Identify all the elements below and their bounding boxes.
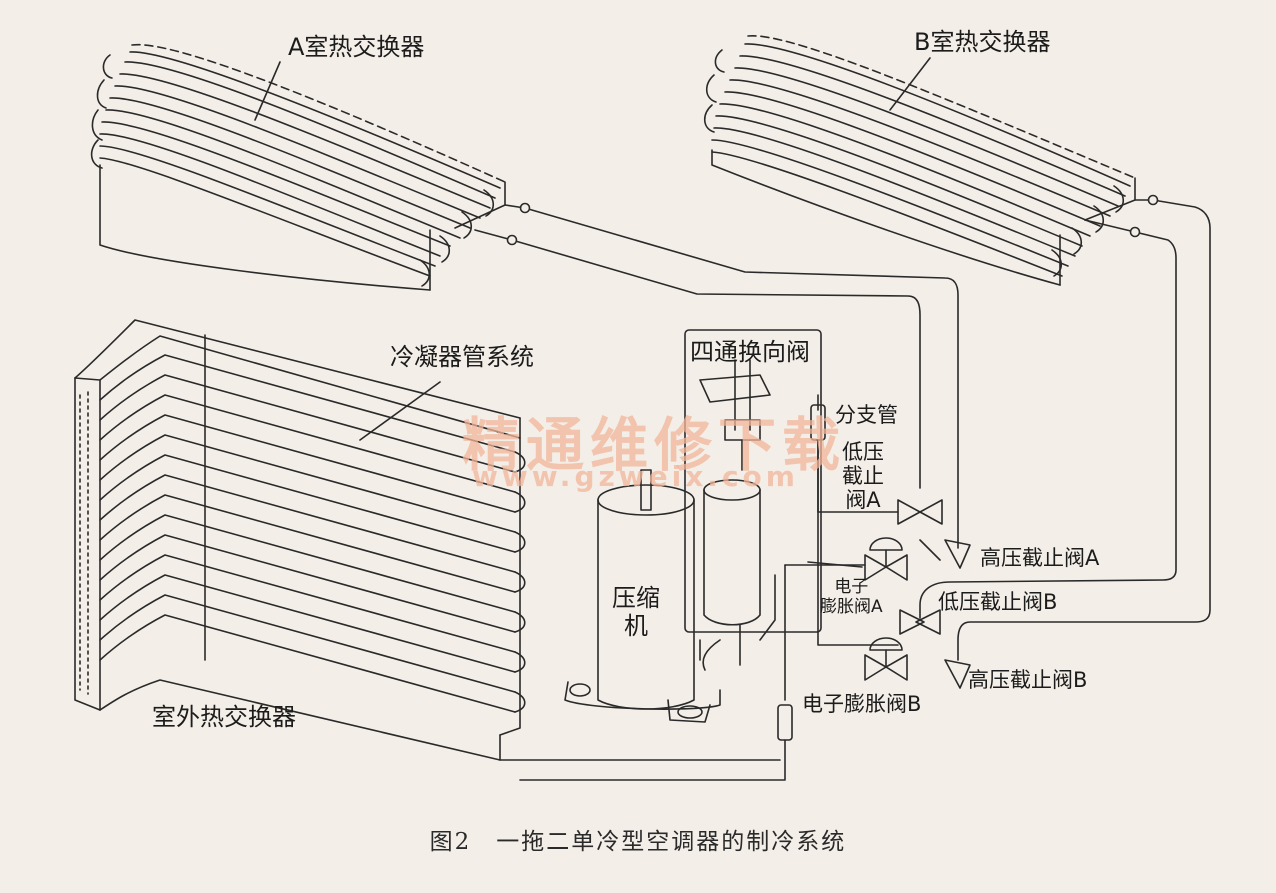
label-room-b-exchanger: B室热交换器 <box>914 28 1051 56</box>
label-condenser-tubes: 冷凝器管系统 <box>390 343 534 371</box>
accumulator <box>702 479 761 671</box>
indoor-exchanger-a <box>90 43 506 291</box>
label-branch-pipe: 分支管 <box>835 403 898 427</box>
four-way-valve-symbol <box>684 329 822 633</box>
outdoor-exchanger <box>74 319 526 761</box>
pipe-fittings <box>506 194 1159 246</box>
watermark-url: www.gzweix.com <box>472 460 799 493</box>
label-outdoor-exchanger: 室外热交换器 <box>152 703 296 731</box>
label-compressor: 压缩 机 <box>612 584 660 640</box>
leader-lines <box>254 57 931 568</box>
valve-symbols <box>777 404 971 741</box>
compressor <box>564 469 721 723</box>
label-low-pressure-valve-b: 低压截止阀B <box>938 590 1058 614</box>
label-electronic-expansion-valve-b: 电子膨胀阀B <box>802 692 922 716</box>
label-low-pressure-valve-a: 低压 截止 阀A <box>842 440 884 513</box>
label-electronic-expansion-valve-a: 电子 膨胀阀A <box>820 577 883 617</box>
watermark-text: 精通维修下载 <box>462 411 847 479</box>
indoor-exchanger-b <box>703 35 1136 286</box>
label-room-a-exchanger: A室热交换器 <box>288 33 425 61</box>
label-high-pressure-valve-a: 高压截止阀A <box>980 546 1100 570</box>
label-high-pressure-valve-b: 高压截止阀B <box>968 668 1088 692</box>
figure-caption: 图2 一拖二单冷型空调器的制冷系统 <box>429 829 847 855</box>
label-four-way-valve: 四通换向阀 <box>690 338 810 366</box>
